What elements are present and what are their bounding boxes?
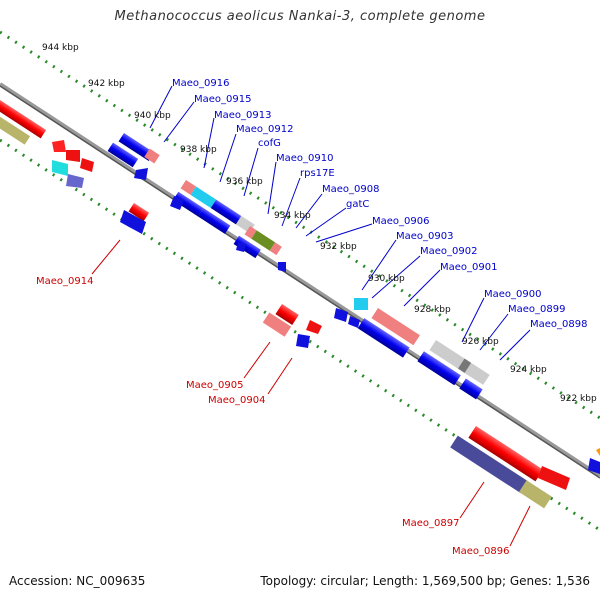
upper-tick-rail [0, 30, 600, 420]
gene-label-top[interactable]: Maeo_0901 [440, 262, 497, 273]
kbp-mark: 938 kbp [180, 145, 217, 155]
bottom-label-connectors [91, 239, 531, 547]
top-label-connectors [149, 85, 531, 361]
gene-label-top[interactable]: Maeo_0903 [396, 231, 453, 242]
kbp-mark: 934 kbp [274, 211, 311, 221]
genome-backbone-shadow [0, 85, 600, 479]
gene-label-top[interactable]: Maeo_0900 [484, 289, 541, 300]
gene-label-top[interactable]: Maeo_0908 [322, 184, 379, 195]
gene-label-top[interactable]: Maeo_0912 [236, 124, 293, 135]
gene-label-top[interactable]: Maeo_0913 [214, 110, 271, 121]
gene-label-top[interactable]: Maeo_0898 [530, 319, 587, 330]
gene-label-top[interactable]: Maeo_0902 [420, 246, 477, 257]
gene-label-top[interactable]: Maeo_0910 [276, 153, 333, 164]
gene-label-bottom[interactable]: Maeo_0914 [36, 276, 93, 287]
accession-text: Accession: NC_009635 [9, 574, 146, 588]
kbp-mark: 928 kbp [414, 305, 451, 315]
kbp-mark: 930 kbp [368, 274, 405, 284]
kbp-mark: 926 kbp [462, 337, 499, 347]
gene-label-bottom[interactable]: Maeo_0896 [452, 546, 509, 557]
summary-text: Topology: circular; Length: 1,569,500 bp… [260, 574, 590, 588]
gene-label-bottom[interactable]: Maeo_0904 [208, 395, 265, 406]
genome-backbone [0, 82, 600, 478]
kbp-mark: 936 kbp [226, 177, 263, 187]
gene-label-top[interactable]: Maeo_0915 [194, 94, 251, 105]
kbp-mark: 944 kbp [42, 43, 79, 53]
kbp-mark: 932 kbp [320, 242, 357, 252]
gene-label-top[interactable]: gatC [346, 199, 369, 210]
kbp-mark: 940 kbp [134, 111, 171, 121]
gene-label-top[interactable]: Maeo_0899 [508, 304, 565, 315]
gene-label-top[interactable]: Maeo_0916 [172, 78, 229, 89]
gene-label-top[interactable]: rps17E [300, 168, 335, 179]
kbp-mark: 942 kbp [88, 79, 125, 89]
gene-label-bottom[interactable]: Maeo_0905 [186, 380, 243, 391]
gene-label-top[interactable]: Maeo_0906 [372, 216, 429, 227]
kbp-mark: 924 kbp [510, 365, 547, 375]
gene-label-bottom[interactable]: Maeo_0897 [402, 518, 459, 529]
gene-label-top[interactable]: cofG [258, 138, 281, 149]
map-title: Methanococcus aeolicus Nankai-3, complet… [114, 9, 486, 24]
kbp-mark: 922 kbp [560, 394, 597, 404]
gene-features [0, 100, 600, 509]
